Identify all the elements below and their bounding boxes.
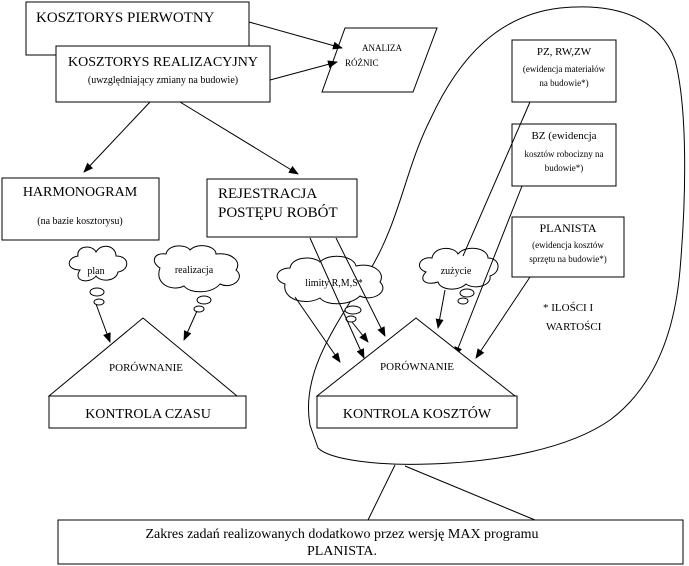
pz-line1: PZ, RW,ZW bbox=[537, 46, 592, 58]
footer-box: Zakres zadań realizowanych dodatkowo prz… bbox=[57, 519, 684, 565]
bz-line3: budowie*) bbox=[545, 163, 584, 173]
bz-line2: kosztów robocizny na bbox=[525, 149, 604, 159]
arrow-to-harmonogram bbox=[83, 101, 151, 173]
planista-line1: PLANISTA bbox=[539, 221, 596, 235]
porownanie-right-label: PORÓWNANIE bbox=[380, 361, 454, 373]
cloud-realizacja: realizacja bbox=[153, 245, 240, 313]
footer-pointer-left bbox=[367, 464, 396, 521]
cloud-realizacja-label: realizacja bbox=[175, 265, 214, 276]
kontrola-kosztow-label: KONTROLA KOSZTÓW bbox=[343, 405, 492, 422]
kontrola-czasu-box: KONTROLA CZASU bbox=[48, 395, 247, 429]
kontrola-kosztow-box: KONTROLA KOSZTÓW bbox=[316, 395, 518, 429]
footer-line2: PLANISTA. bbox=[307, 544, 377, 559]
analiza-roznic-shape: ANALIZA RÓŻNIC bbox=[321, 27, 438, 93]
rejestracja-line2: POSTĘPU ROBÓT bbox=[218, 204, 338, 221]
cloud-zuzycie: zużycie bbox=[418, 247, 499, 305]
kosztorys-realizacyjny-box: KOSZTORYS REALIZACYJNY (uwzględniający z… bbox=[55, 45, 271, 103]
arrow-rejestracja-2 bbox=[309, 237, 365, 359]
harmonogram-title: HARMONOGRAM bbox=[23, 185, 138, 200]
analiza-label-line1: ANALIZA bbox=[362, 43, 402, 53]
arrow-plan-to-porownanie bbox=[95, 303, 111, 343]
planista-box: PLANISTA (ewidencja kosztów sprzętu na b… bbox=[511, 216, 625, 278]
planista-line2: (ewidencja kosztów bbox=[532, 240, 604, 250]
porownanie-left-label: PORÓWNANIE bbox=[109, 362, 183, 374]
rejestracja-box: REJESTRACJA POSTĘPU ROBÓT bbox=[206, 178, 358, 238]
kosztorys-pierwotny-label: KOSZTORYS PIERWOTNY bbox=[36, 10, 215, 26]
max-scope-outline bbox=[308, 6, 686, 465]
harmonogram-box: HARMONOGRAM (na bazie kosztorysu) bbox=[1, 177, 160, 241]
bz-box: BZ (ewidencja kosztów robocizny na budow… bbox=[511, 123, 617, 187]
bz-line1: BZ (ewidencja bbox=[531, 130, 596, 142]
harmonogram-subtitle: (na bazie kosztorysu) bbox=[37, 216, 123, 227]
arrow-realizacyjny-to-analiza bbox=[269, 60, 338, 81]
arrow-realizacja-to-porownanie bbox=[183, 310, 198, 341]
arrow-rejestracja-3 bbox=[335, 237, 386, 337]
kontrola-czasu-label: KONTROLA CZASU bbox=[85, 407, 211, 422]
planista-line3: sprzętu na budowie*) bbox=[529, 254, 606, 264]
arrow-zuzycie-to-porownanie bbox=[435, 289, 446, 329]
footer-line1: Zakres zadań realizowanych dodatkowo prz… bbox=[145, 527, 538, 542]
cloud-limity: limity R,M,S* bbox=[276, 255, 384, 323]
arrow-bz-to-porownanie bbox=[454, 185, 523, 357]
cloud-zuzycie-label: zużycie bbox=[441, 266, 472, 277]
porownanie-triangle-right: PORÓWNANIE bbox=[315, 317, 517, 397]
arrow-to-rejestracja bbox=[179, 101, 299, 175]
cloud-plan-label: plan bbox=[87, 266, 104, 277]
analiza-label-line2: RÓŻNIC bbox=[345, 58, 379, 68]
arrow-pierwotny-to-analiza bbox=[248, 21, 343, 50]
pz-line3: na budowie*) bbox=[539, 78, 588, 88]
footer-pointer-right bbox=[404, 465, 536, 521]
porownanie-triangle-left: PORÓWNANIE bbox=[47, 317, 239, 397]
arrow-rejestracja-1 bbox=[294, 296, 341, 363]
arrow-planista-to-porownanie bbox=[475, 276, 531, 359]
arrow-limity-to-porownanie bbox=[351, 321, 369, 343]
kosztorys-realizacyjny-title: KOSZTORYS REALIZACYJNY bbox=[68, 55, 258, 70]
cloud-limity-label: limity R,M,S* bbox=[305, 278, 363, 289]
kosztorys-realizacyjny-subtitle: (uwzględniający zmiany na budowie) bbox=[88, 75, 238, 86]
pz-rw-zw-box: PZ, RW,ZW (ewidencja materiałów na budow… bbox=[511, 39, 617, 103]
note-line1: * ILOŚCI I bbox=[543, 302, 593, 314]
rejestracja-line1: REJESTRACJA bbox=[218, 186, 317, 202]
note-line2: WARTOŚCI bbox=[546, 321, 602, 333]
cloud-plan: plan bbox=[68, 245, 128, 306]
arrow-pz-to-porownanie bbox=[462, 101, 531, 257]
pz-line2: (ewidencja materiałów bbox=[523, 64, 606, 74]
